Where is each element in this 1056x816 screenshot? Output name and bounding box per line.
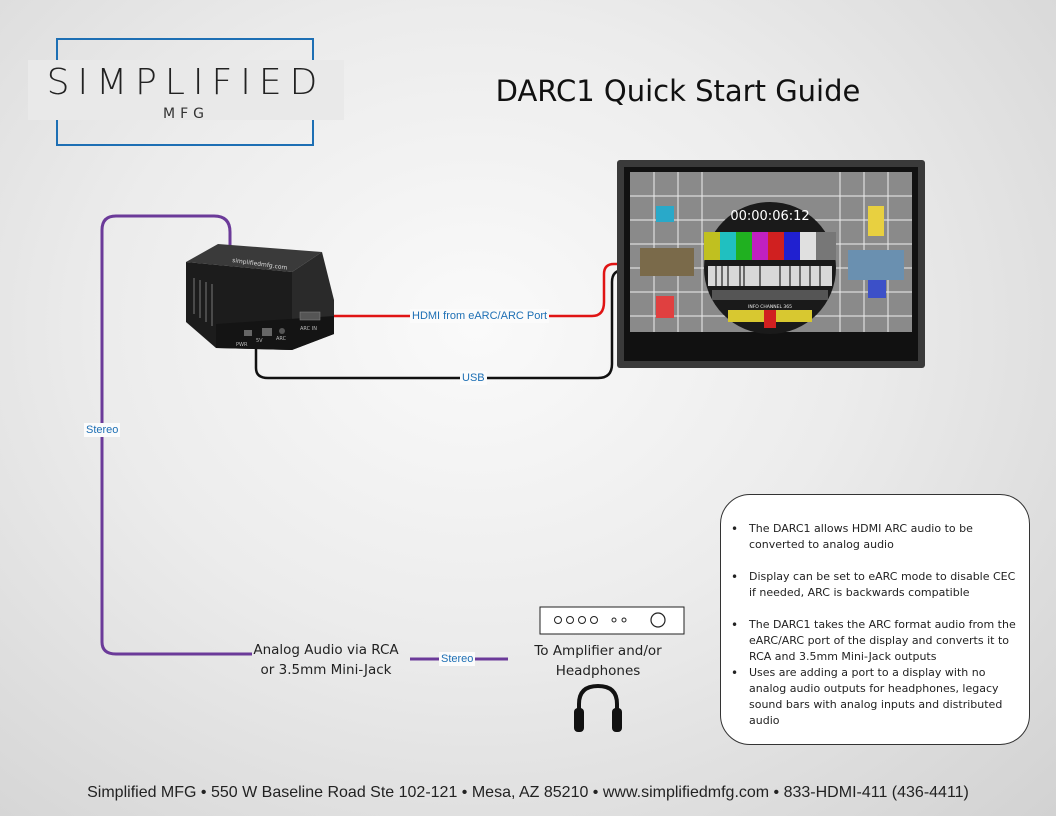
logo-subtext: MFG <box>163 106 209 122</box>
footer-contact: Simplified MFG • 550 W Baseline Road Ste… <box>87 784 969 801</box>
info-item: The DARC1 takes the ARC format audio fro… <box>731 617 1017 665</box>
amplifier-icon <box>539 606 685 635</box>
port-label: 5V <box>256 338 263 344</box>
info-item: Uses are adding a port to a display with… <box>731 665 1017 729</box>
stereo-label-horizontal: Stereo <box>439 652 476 666</box>
stereo-cable <box>100 214 252 656</box>
info-list: The DARC1 allows HDMI ARC audio to be co… <box>729 521 1017 729</box>
tv-channel-text: INFO CHANNEL 365 <box>748 304 792 310</box>
usb-cable <box>254 268 625 380</box>
port-label: PWR <box>236 342 248 348</box>
analog-audio-caption: Analog Audio via RCA or 3.5mm Mini-Jack <box>253 642 399 678</box>
hdmi-cable <box>318 262 624 318</box>
info-box: The DARC1 allows HDMI ARC audio to be co… <box>720 494 1030 745</box>
amplifier-caption: To Amplifier and/or Headphones <box>534 643 662 679</box>
logo-text: SIMPLIFIED <box>46 62 326 103</box>
usb-label: USB <box>460 371 487 385</box>
info-item: Display can be set to eARC mode to disab… <box>731 569 1017 601</box>
port-label: ARC IN <box>300 326 317 332</box>
info-item: The DARC1 allows HDMI ARC audio to be co… <box>731 521 1017 553</box>
hdmi-label: HDMI from eARC/ARC Port <box>410 309 550 323</box>
port-label: ARC <box>276 336 287 342</box>
headphones-icon <box>574 683 622 732</box>
darc1-device: simplifiedmfg.com PWR 5V ARC ARC IN <box>186 244 334 350</box>
page-title: DARC1 Quick Start Guide <box>495 74 861 108</box>
tv-display: 00:00:06:12 INFO CHANNEL 365 <box>617 160 925 368</box>
tv-timecode: 00:00:06:12 <box>730 209 809 224</box>
stereo-label-vertical: Stereo <box>84 423 121 437</box>
logo-mask <box>28 60 344 120</box>
